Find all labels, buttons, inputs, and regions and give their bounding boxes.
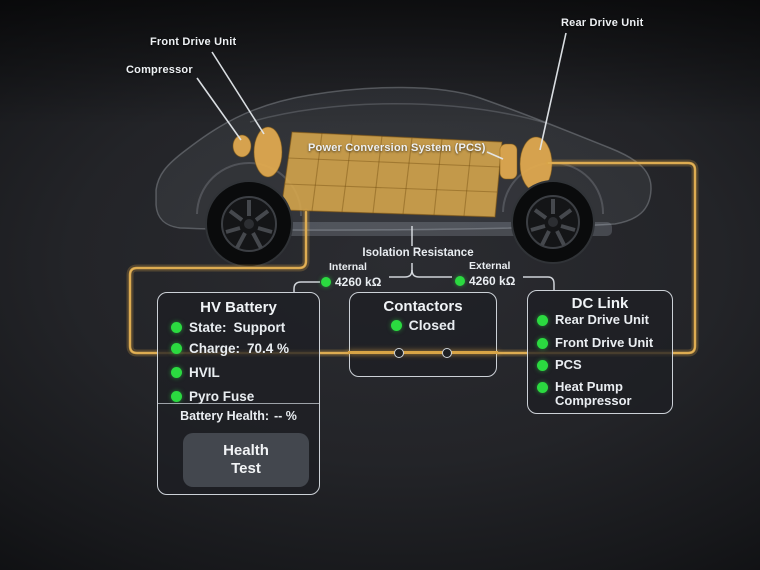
isolation-internal-value: 4260 kΩ: [335, 275, 382, 289]
contactor-wire-segment: [348, 351, 498, 354]
dc-front-drive-status-green-icon: [537, 337, 548, 349]
state-value: Support: [233, 319, 286, 335]
callout-leader-lines: [196, 32, 567, 160]
contactor-node-icon: [442, 347, 452, 358]
isolation-internal-reading: Internal 4260 kΩ: [321, 262, 381, 289]
contactors-status-value: Closed: [408, 317, 456, 333]
front-drive-unit-label: Front Drive Unit: [150, 36, 237, 48]
rear-drive-unit-label: Rear Drive Unit: [561, 17, 644, 29]
battery-pack-highlight: [280, 131, 503, 218]
state-status-green-icon: [171, 321, 182, 333]
isolation-external-reading: External 4260 kΩ: [455, 261, 515, 288]
isolation-internal-label: Internal: [329, 261, 367, 273]
pyro-fuse-label: Pyro Fuse: [189, 388, 255, 404]
hv-charge-row: Charge: 70.4 %: [171, 339, 315, 357]
dc-rear-drive-label: Rear Drive Unit: [555, 312, 649, 327]
charge-status-green-icon: [171, 342, 182, 354]
hv-hvil-row: HVIL: [171, 363, 315, 381]
dc-pcs-label: PCS: [555, 357, 582, 372]
charge-label: Charge:: [189, 340, 241, 356]
health-test-button-line2: Test: [231, 460, 261, 477]
battery-health-value: -- %: [274, 409, 297, 423]
dc-front-drive-label: Front Drive Unit: [555, 334, 654, 350]
dc-link-heat-pump-row: Heat Pump Compressor: [537, 378, 668, 409]
hvil-status-green-icon: [171, 366, 182, 378]
compressor-highlight: [232, 134, 252, 158]
contactors-panel: Contactors Closed: [348, 292, 498, 377]
health-test-button[interactable]: Health Test: [183, 433, 309, 487]
front-drive-unit-highlight: [253, 126, 283, 178]
contactor-node-icon: [394, 347, 404, 358]
charge-value: 70.4 %: [247, 340, 290, 356]
compressor-label: Compressor: [126, 64, 193, 76]
contactors-title: Contactors: [383, 298, 463, 315]
dc-rear-drive-status-green-icon: [537, 315, 548, 326]
rear-wheel: [511, 180, 595, 264]
hv-state-row: State: Support: [171, 318, 315, 336]
dc-heat-pump-label: Heat Pump Compressor: [555, 378, 632, 408]
dc-link-front-drive-row: Front Drive Unit: [537, 334, 668, 351]
dc-heat-pump-status-green-icon: [537, 381, 548, 393]
hv-panel-divider: [158, 403, 319, 404]
pcs-label: Power Conversion System (PCS): [308, 142, 486, 154]
front-wheel: [205, 180, 293, 268]
hv-battery-title: HV Battery: [200, 299, 277, 316]
contactors-status-green-icon: [390, 319, 402, 331]
dc-link-pcs-row: PCS: [537, 357, 668, 373]
pyro-fuse-status-green-icon: [171, 390, 182, 402]
contactors-status-row: Closed: [350, 317, 496, 333]
health-test-button-line1: Health: [223, 442, 269, 459]
battery-health-label: Battery Health:: [180, 409, 269, 423]
state-label: State:: [189, 319, 227, 335]
external-status-green-icon: [455, 276, 465, 286]
battery-health-line: Battery Health: -- %: [158, 409, 319, 423]
isolation-external-label: External: [469, 260, 511, 272]
hv-wire-path: [126, 159, 699, 357]
isolation-external-value: 4260 kΩ: [469, 274, 516, 288]
hv-battery-panel: HV Battery State: Support Charge: 70.4 %…: [157, 292, 320, 495]
hvil-label: HVIL: [189, 364, 220, 380]
dc-link-rear-drive-row: Rear Drive Unit: [537, 312, 668, 328]
isolation-resistance-title: Isolation Resistance: [362, 247, 474, 259]
hv-pyro-fuse-row: Pyro Fuse: [171, 387, 315, 405]
dc-pcs-status-green-icon: [537, 360, 548, 371]
dc-link-title: DC Link: [571, 295, 629, 312]
internal-status-green-icon: [321, 277, 331, 287]
isolation-connector-lines: [293, 226, 555, 293]
pcs-highlight: [499, 143, 518, 180]
dc-link-panel: DC Link Rear Drive Unit Front Drive Unit…: [527, 290, 673, 414]
